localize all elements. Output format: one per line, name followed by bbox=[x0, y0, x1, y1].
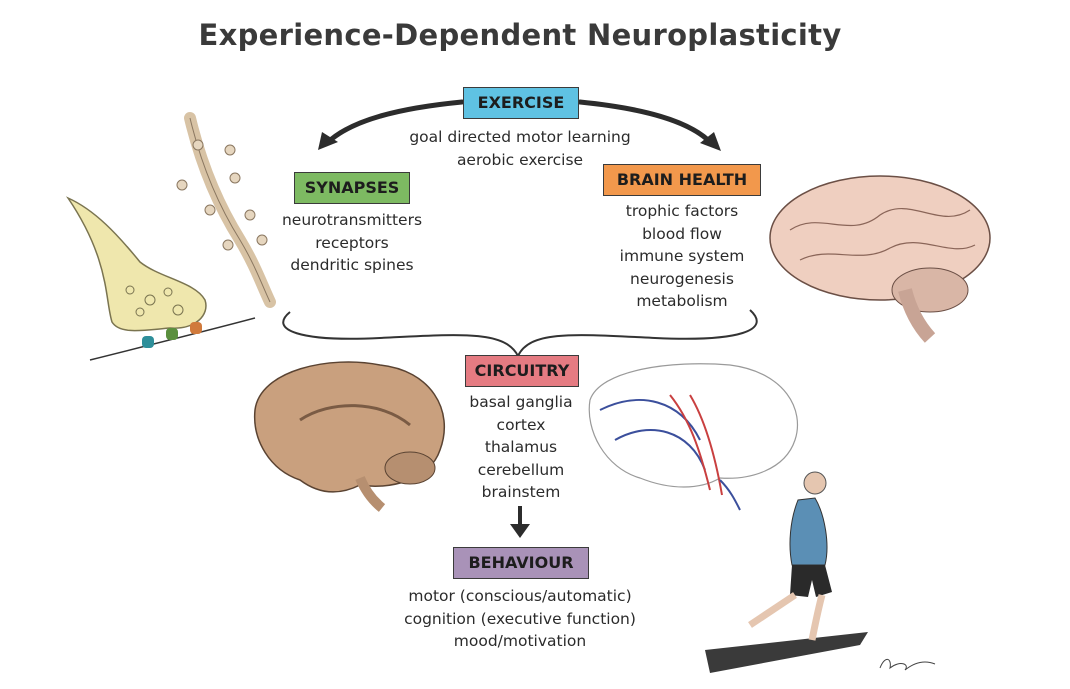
circuitry-item: cortex bbox=[496, 415, 546, 434]
arrow-exercise-to-synapses bbox=[323, 99, 465, 147]
dendrite-illustration bbox=[176, 112, 276, 308]
synapses-box: SYNAPSES bbox=[294, 172, 410, 204]
arrowhead-synapses bbox=[318, 132, 338, 150]
brain-sagittal-section-illustration bbox=[253, 361, 445, 512]
synapses-item: neurotransmitters bbox=[281, 211, 423, 229]
brain-health-item: immune system bbox=[619, 247, 745, 265]
brain-illustration bbox=[769, 175, 991, 343]
circuitry-label: CIRCUITRY bbox=[474, 361, 570, 380]
arrow-exercise-to-brain-health bbox=[577, 99, 715, 147]
brain-health-item: metabolism bbox=[636, 292, 728, 310]
brain-health-label: BRAIN HEALTH bbox=[616, 170, 748, 189]
brain-health-box: BRAIN HEALTH bbox=[603, 164, 761, 196]
brain-circuitry-illustration bbox=[588, 363, 799, 511]
synapse-illustration bbox=[65, 196, 256, 361]
circuitry-item: basal ganglia bbox=[469, 393, 573, 411]
synapses-label: SYNAPSES bbox=[304, 178, 400, 197]
behaviour-item: cognition (executive function) bbox=[404, 609, 636, 628]
arrowhead-brain-health bbox=[700, 132, 721, 151]
brain-health-items: trophic factors blood flow immune system… bbox=[600, 200, 764, 313]
brain-health-item: neurogenesis bbox=[630, 269, 734, 288]
exercise-items: goal directed motor learning aerobic exe… bbox=[400, 126, 640, 171]
circuitry-item: thalamus bbox=[484, 438, 558, 456]
arrowhead-behaviour bbox=[510, 524, 530, 538]
exercise-box: EXERCISE bbox=[463, 87, 579, 119]
circuitry-item: brainstem bbox=[481, 483, 561, 501]
behaviour-item: motor (conscious/automatic) bbox=[408, 587, 632, 605]
synapses-items: neurotransmitters receptors dendritic sp… bbox=[270, 209, 434, 277]
synapses-item: receptors bbox=[315, 233, 389, 252]
exercise-item: aerobic exercise bbox=[456, 150, 584, 169]
circuitry-box: CIRCUITRY bbox=[465, 355, 579, 387]
brain-health-item: trophic factors bbox=[625, 202, 739, 220]
walking-man-illustration bbox=[705, 471, 868, 673]
exercise-item: goal directed motor learning bbox=[409, 128, 631, 146]
circuitry-item: cerebellum bbox=[477, 460, 565, 479]
circuitry-items: basal ganglia cortex thalamus cerebellum… bbox=[450, 391, 592, 504]
synapses-item: dendritic spines bbox=[290, 256, 414, 274]
behaviour-box: BEHAVIOUR bbox=[453, 547, 589, 579]
diagram-title: Experience-Dependent Neuroplasticity bbox=[198, 18, 842, 52]
exercise-label: EXERCISE bbox=[477, 93, 565, 112]
behaviour-label: BEHAVIOUR bbox=[468, 553, 574, 572]
behaviour-item: mood/motivation bbox=[453, 632, 587, 650]
behaviour-items: motor (conscious/automatic) cognition (e… bbox=[395, 585, 645, 653]
brain-health-item: blood flow bbox=[642, 224, 722, 243]
